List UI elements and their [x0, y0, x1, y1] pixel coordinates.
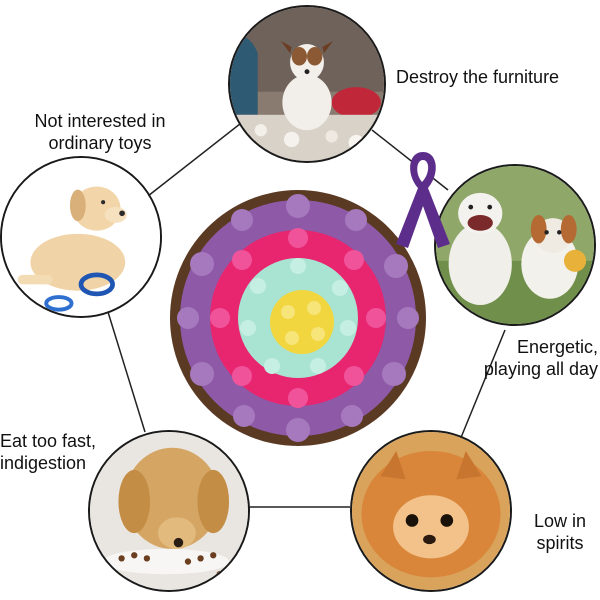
photo-dog-on-sofa — [228, 5, 386, 163]
caption-destroy-furniture: Destroy the furniture — [396, 67, 560, 87]
photo-dog-with-ring-toy — [0, 156, 162, 318]
connector-line — [371, 129, 449, 191]
connector-line — [459, 329, 506, 441]
connector-line — [107, 311, 146, 433]
caption-low-spirits: Low in spirits — [533, 511, 587, 553]
snuffle-mat-illustration — [170, 190, 426, 446]
photo-dogs-playing — [434, 164, 596, 326]
caption-not-interested-toys: Not interested in ordinary toys — [34, 111, 166, 153]
caption-energetic: Energetic, playing all day — [483, 337, 598, 379]
photo-dog-eating — [88, 430, 250, 592]
photo-sad-pomeranian — [350, 430, 512, 592]
connector-line — [147, 119, 246, 197]
ribbon-icon — [396, 152, 450, 248]
caption-eat-too-fast: Eat too fast, indigestion — [0, 431, 97, 473]
